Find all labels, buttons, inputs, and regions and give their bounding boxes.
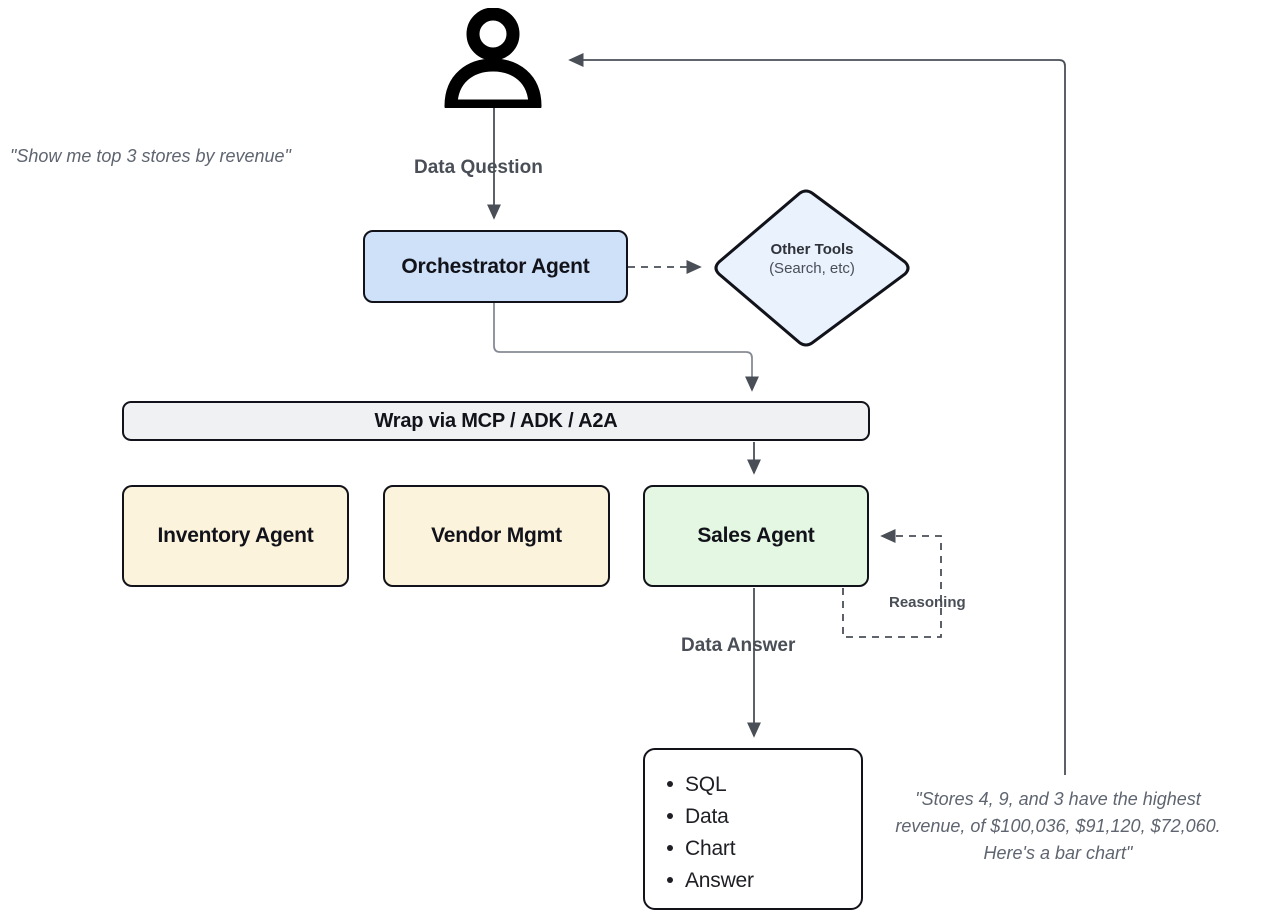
list-item: Answer	[667, 864, 861, 896]
edge-label-data-answer: Data Answer	[681, 635, 796, 656]
bullet-dot-icon	[667, 781, 673, 787]
edge-label-data-question: Data Question	[414, 157, 543, 178]
bullet-dot-icon	[667, 845, 673, 851]
node-output-artifacts[interactable]: SQL Data Chart Answer	[643, 748, 863, 910]
node-inventory-agent[interactable]: Inventory Agent	[122, 485, 349, 587]
edge-label-reasoning: Reasoning	[889, 594, 966, 611]
output-item-label: Chart	[685, 836, 736, 860]
user-person-icon	[444, 8, 542, 108]
output-item-label: Answer	[685, 868, 754, 892]
other-tools-title: Other Tools	[770, 241, 854, 258]
bullet-dot-icon	[667, 813, 673, 819]
output-item-label: Data	[685, 804, 729, 828]
node-sales-agent[interactable]: Sales Agent	[643, 485, 869, 587]
answer-quote-line-3: Here's a bar chart"	[983, 843, 1133, 863]
edge-orchestrator-to-mcp	[493, 303, 760, 392]
list-item: SQL	[667, 768, 861, 800]
answer-quote-line-1: "Stores 4, 9, and 3 have the highest	[915, 789, 1201, 809]
bullet-dot-icon	[667, 877, 673, 883]
node-orchestrator-agent[interactable]: Orchestrator Agent	[363, 230, 628, 303]
other-tools-subtitle: (Search, etc)	[769, 260, 855, 278]
other-tools-label: Other Tools (Search, etc)	[713, 240, 911, 278]
node-mcp-wrapper-bar[interactable]: Wrap via MCP / ADK / A2A	[122, 401, 870, 441]
answer-quote: "Stores 4, 9, and 3 have the highest rev…	[874, 786, 1242, 867]
list-item: Chart	[667, 832, 861, 864]
node-vendor-mgmt[interactable]: Vendor Mgmt	[383, 485, 610, 587]
answer-quote-line-2: revenue, of $100,036, $91,120, $72,060.	[895, 816, 1221, 836]
user-question-quote: "Show me top 3 stores by revenue"	[10, 146, 291, 166]
list-item: Data	[667, 800, 861, 832]
other-tools-diamond[interactable]	[714, 189, 910, 347]
output-item-label: SQL	[685, 772, 727, 796]
